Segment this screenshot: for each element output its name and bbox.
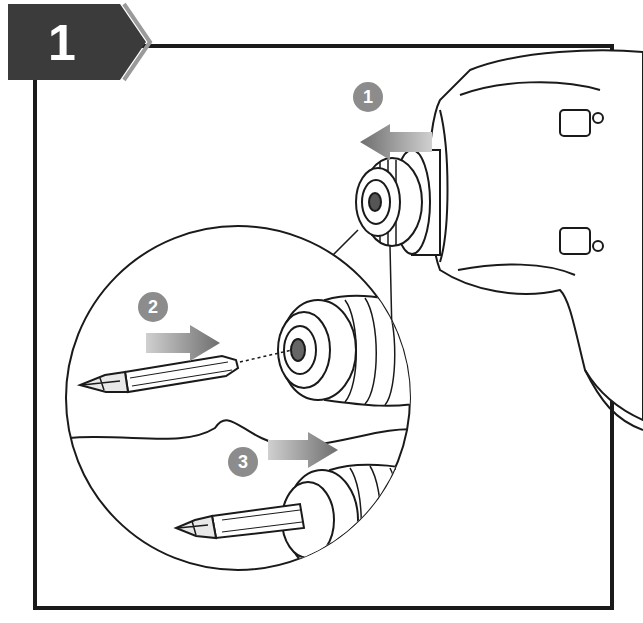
direction-arrow [146,325,220,361]
step-number: 1 [48,18,76,68]
callout-circle [353,82,383,112]
magnified-view [50,296,430,577]
callout-number: 3 [238,453,248,471]
callout-circle [228,447,258,477]
tab-edge [124,4,150,80]
callout-number: 2 [148,298,158,316]
callout-circle [138,292,168,322]
direction-arrow [360,124,432,160]
callout-number: 1 [363,88,373,106]
direction-arrow [268,432,338,468]
step-tab [8,4,146,80]
